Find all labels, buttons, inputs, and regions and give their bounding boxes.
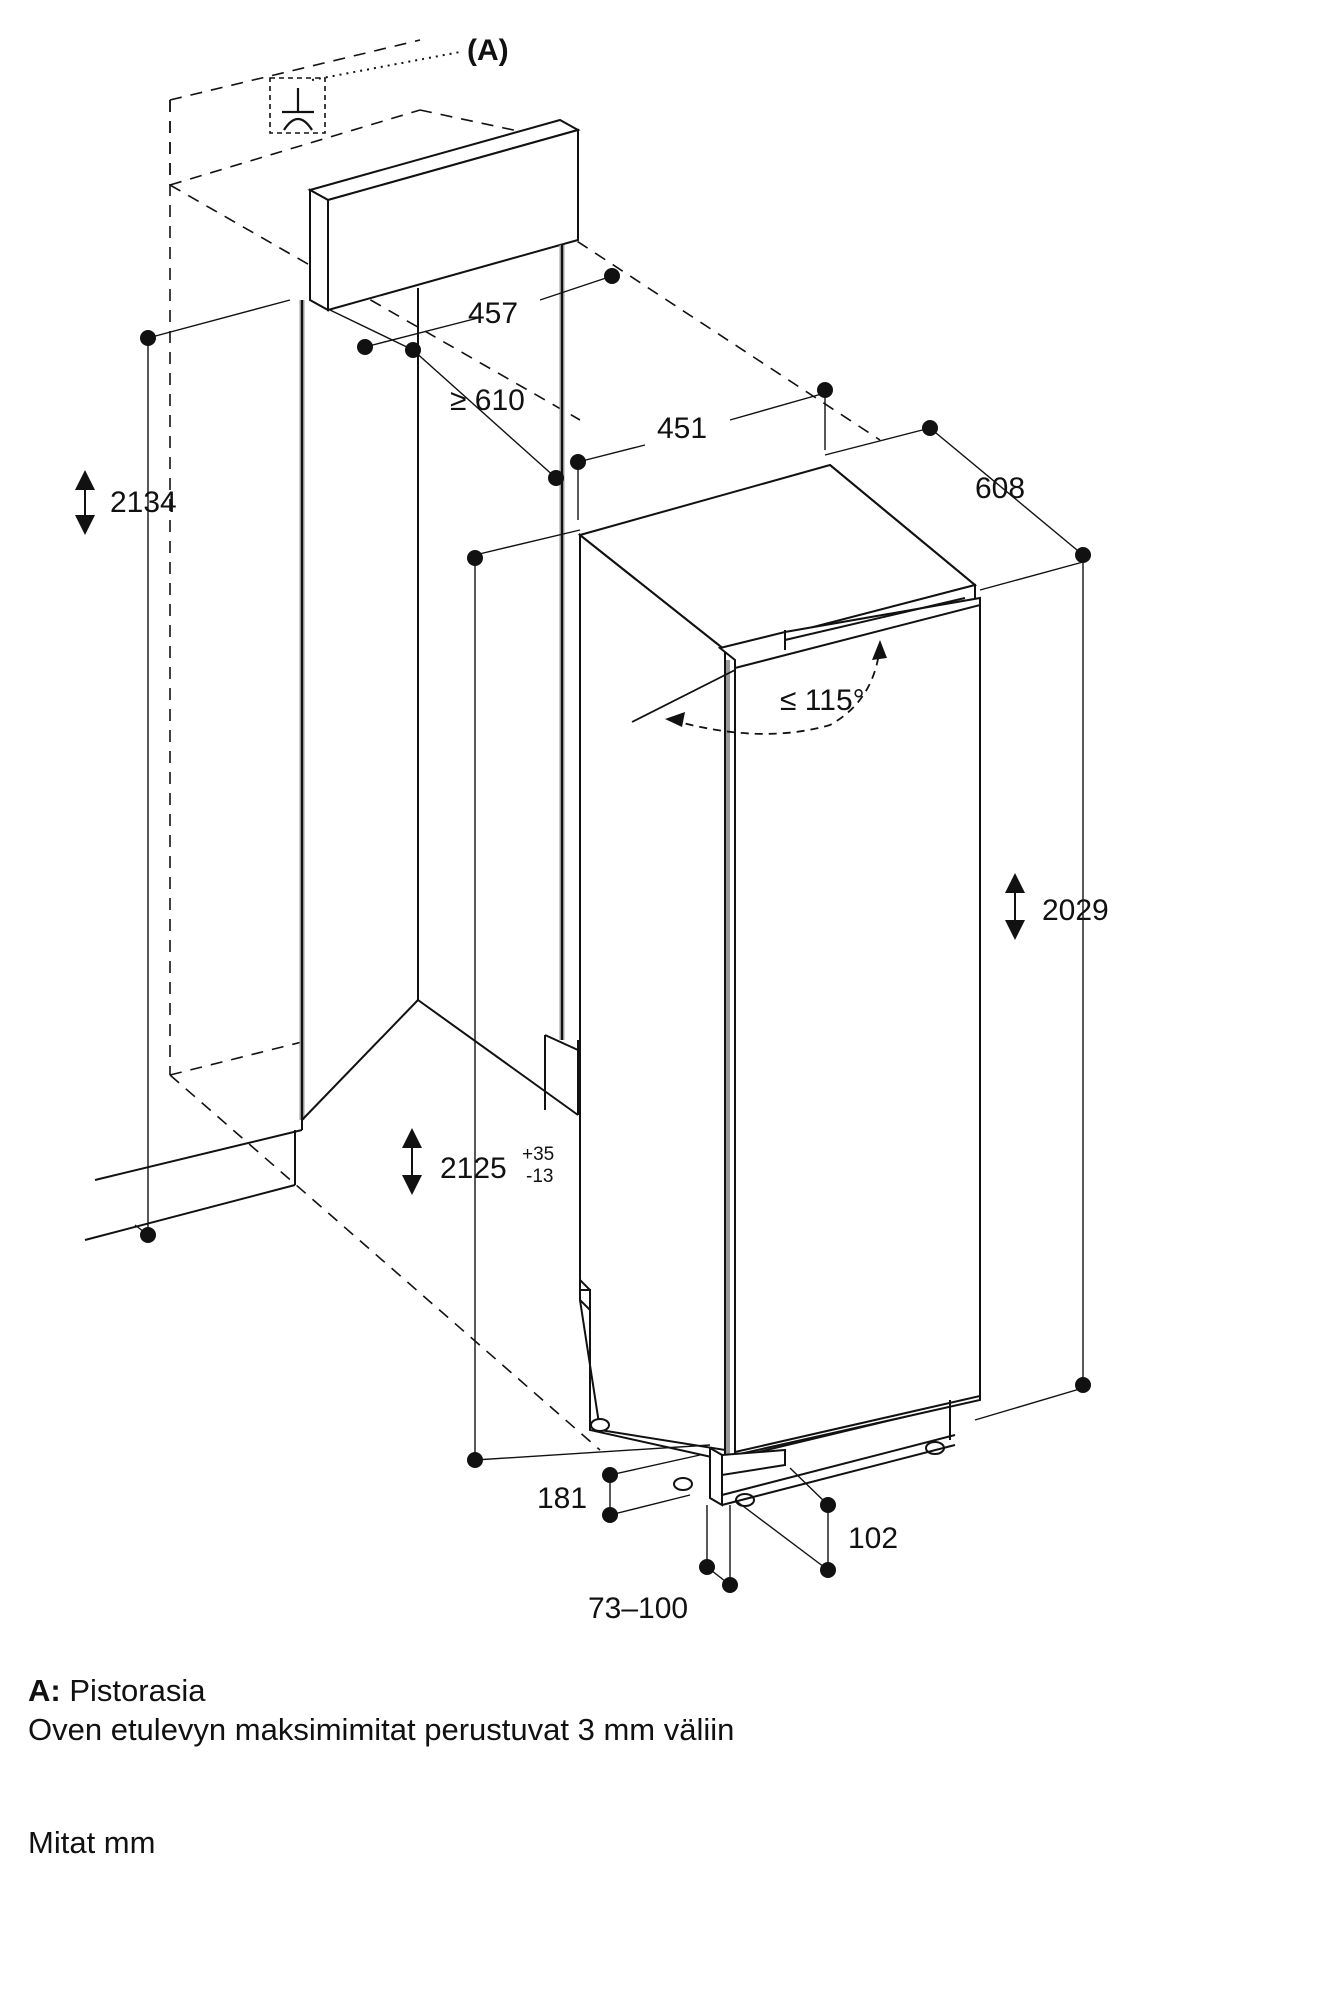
dim-label-2125: 2125 xyxy=(440,1152,507,1185)
niche-outline xyxy=(169,39,881,1451)
legend-units: Mitat mm xyxy=(28,1825,156,1860)
dim-label-457: 457 xyxy=(468,297,518,330)
top-cabinet xyxy=(307,118,581,312)
dim-label-2125-minus: -13 xyxy=(526,1166,553,1187)
dim-label-610: ≥ 610 xyxy=(450,384,525,417)
dim-label-2029: 2029 xyxy=(1042,894,1109,927)
dimension-dots xyxy=(140,268,1091,1593)
legend-a-key: A: xyxy=(28,1673,61,1708)
floor-lines xyxy=(84,999,419,1241)
dim-label-608: 608 xyxy=(975,472,1025,505)
legend-a-text: Pistorasia xyxy=(69,1673,206,1708)
door-angle-label: ≤ 115° xyxy=(780,684,865,717)
height-arrow-2134 xyxy=(75,470,95,535)
dim-label-102: 102 xyxy=(848,1522,898,1555)
dim-label-181: 181 xyxy=(537,1482,587,1515)
dim-label-2134: 2134 xyxy=(110,486,177,519)
dim-label-73-100: 73–100 xyxy=(588,1592,688,1625)
legend-a: A: Pistorasia xyxy=(28,1672,205,1710)
height-arrow-2125 xyxy=(402,1128,422,1195)
plinth-block xyxy=(709,1446,723,1507)
height-arrow-2029 xyxy=(1005,873,1025,940)
plinth-front xyxy=(721,1444,956,1506)
legend-note: Oven etulevyn maksimimitat perustuvat 3 … xyxy=(28,1712,735,1747)
socket-icon xyxy=(269,51,461,134)
appliance-door xyxy=(717,596,981,1477)
dim-label-2125-plus: +35 xyxy=(522,1144,554,1165)
callout-a-label: (A) xyxy=(467,34,509,67)
dim-label-451: 451 xyxy=(657,412,707,445)
appliance-feet xyxy=(590,1418,945,1507)
side-panels xyxy=(299,245,579,1120)
door-angle-indicator xyxy=(631,640,887,735)
installation-diagram: (A) xyxy=(75,34,1109,1625)
